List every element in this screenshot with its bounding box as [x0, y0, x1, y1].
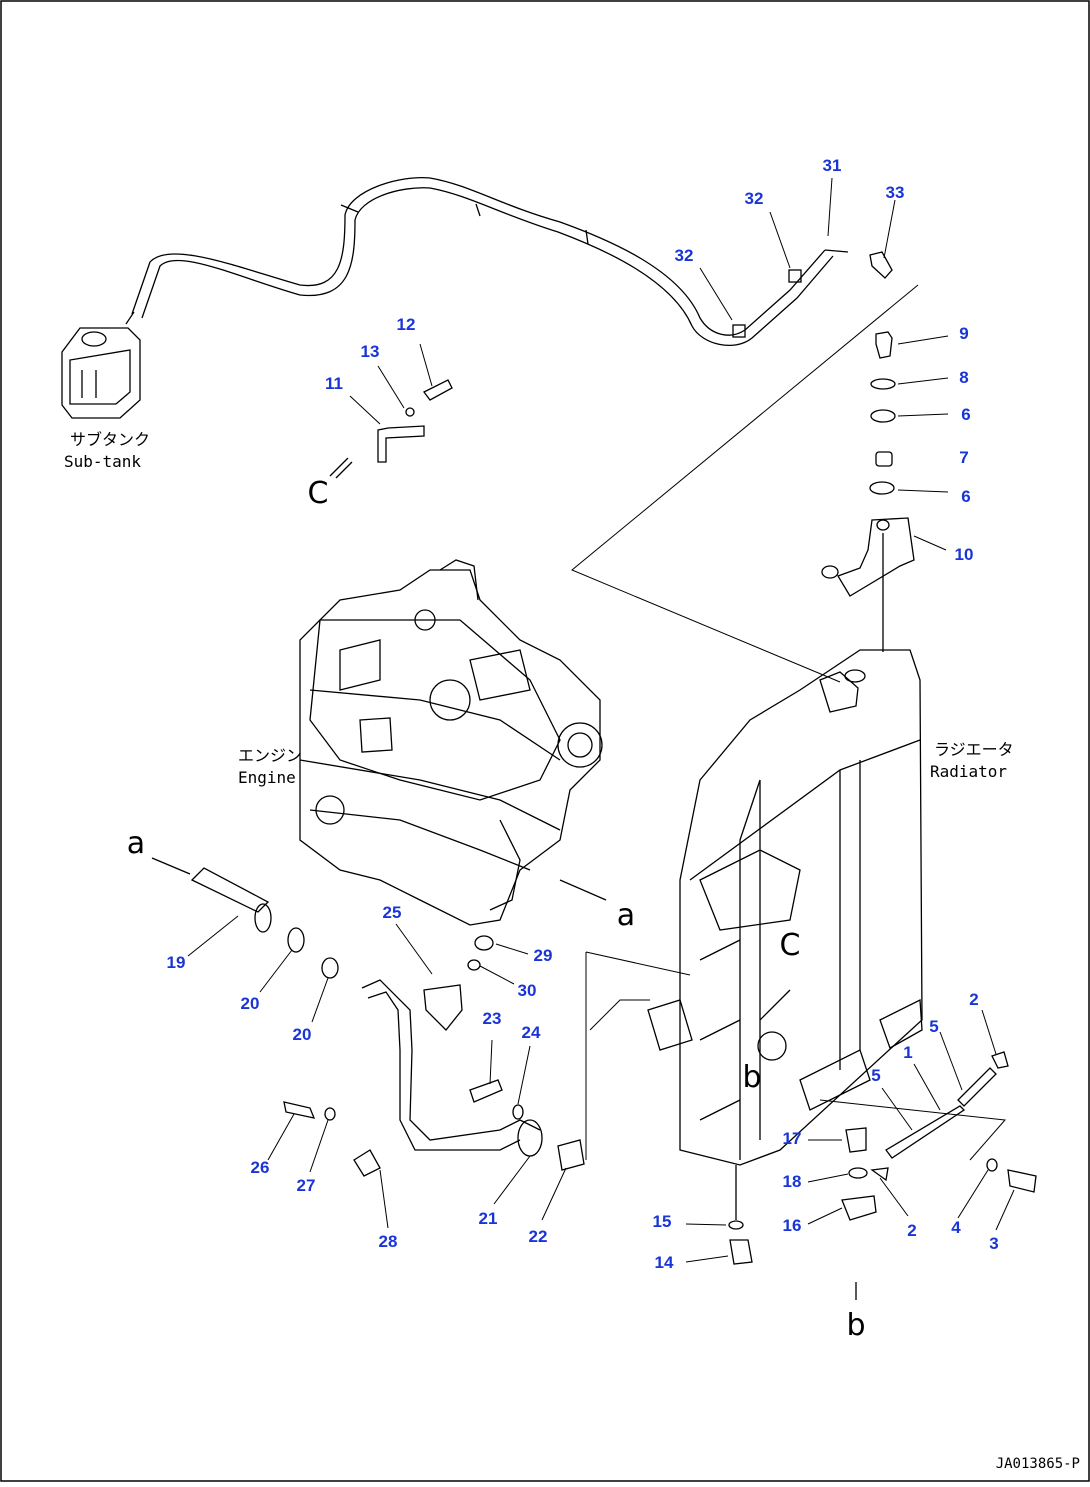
ref-letter-b-radiator: b — [742, 1060, 762, 1095]
overflow-hose — [131, 176, 849, 346]
part-16 — [841, 1195, 877, 1221]
ref-letter-c-left: C — [307, 476, 329, 511]
ref-letter-a-left: a — [126, 826, 146, 861]
clip-2-a — [870, 1167, 889, 1182]
bracket-25 — [423, 984, 463, 1031]
engine-block — [299, 559, 603, 926]
callout-14[interactable]: 14 — [654, 1253, 674, 1272]
callout-18[interactable]: 18 — [782, 1172, 802, 1191]
callout-22[interactable]: 22 — [528, 1227, 548, 1246]
callout-31[interactable]: 31 — [822, 156, 842, 175]
callout-6-upper[interactable]: 6 — [961, 405, 971, 424]
callout-13[interactable]: 13 — [360, 342, 380, 361]
callout-26[interactable]: 26 — [250, 1158, 270, 1177]
callout-leaders — [187, 177, 1015, 1263]
ref-arrow-a-right — [559, 879, 607, 901]
radiator-assembly — [647, 649, 923, 1220]
callout-30[interactable]: 30 — [517, 981, 537, 1000]
callout-33[interactable]: 33 — [885, 183, 905, 202]
callout-32-upper[interactable]: 32 — [744, 189, 764, 208]
callout-15[interactable]: 15 — [652, 1212, 672, 1231]
callout-29[interactable]: 29 — [533, 946, 553, 965]
callout-32-lower[interactable]: 32 — [674, 246, 694, 265]
clamp-5 — [957, 1067, 997, 1107]
callout-10[interactable]: 10 — [954, 545, 974, 564]
callout-6-lower[interactable]: 6 — [961, 487, 971, 506]
callout-24[interactable]: 24 — [521, 1023, 541, 1042]
part-22 — [557, 1139, 585, 1171]
callout-2-upper[interactable]: 2 — [969, 990, 979, 1009]
callout-8[interactable]: 8 — [959, 368, 969, 387]
ref-arrow-c-right — [759, 989, 791, 1021]
callout-1[interactable]: 1 — [903, 1043, 913, 1062]
engine-label-en: Engine — [238, 768, 296, 787]
clip-2-b — [991, 1051, 1009, 1069]
washer-27 — [324, 1107, 336, 1121]
washer-30 — [467, 959, 481, 971]
callout-4[interactable]: 4 — [951, 1218, 961, 1237]
clamp-20-b — [321, 957, 339, 979]
callout-12[interactable]: 12 — [396, 315, 416, 334]
leader-hose-radiator — [571, 284, 919, 683]
callout-20-lower[interactable]: 20 — [292, 1025, 312, 1044]
ref-letter-c-right: C — [779, 928, 801, 963]
ref-arrow-a-left — [151, 857, 191, 875]
radiator-label-en: Radiator — [930, 762, 1008, 781]
callout-28[interactable]: 28 — [378, 1232, 398, 1251]
callout-7[interactable]: 7 — [959, 448, 969, 467]
drawing-code: JA013865-P — [995, 1456, 1080, 1472]
callout-25[interactable]: 25 — [382, 903, 402, 922]
callout-27[interactable]: 27 — [296, 1176, 316, 1195]
radiator-label-jp: ラジエータ — [934, 740, 1014, 759]
clip-33 — [869, 251, 893, 279]
pipe-19 — [190, 867, 272, 933]
sub-tank-label-en: Sub-tank — [64, 452, 142, 471]
ref-letter-b-bottom: b — [846, 1308, 866, 1343]
washer-29 — [474, 935, 494, 951]
engine-label-jp: エンジン — [238, 746, 303, 765]
plug-14 — [729, 1239, 753, 1265]
radiator-mount-stack — [821, 331, 915, 652]
bolt-26 — [283, 1101, 316, 1119]
callout-5-left[interactable]: 5 — [871, 1066, 881, 1085]
callout-20-upper[interactable]: 20 — [240, 994, 260, 1013]
callout-23[interactable]: 23 — [482, 1009, 502, 1028]
callout-19[interactable]: 19 — [166, 953, 186, 972]
sub-tank-label-jp: サブタンク — [70, 430, 151, 449]
ring-15 — [728, 1220, 744, 1230]
ref-letter-a-right: a — [616, 898, 636, 933]
callout-11[interactable]: 11 — [325, 374, 343, 393]
bracket-11 — [329, 379, 453, 479]
water-hose — [353, 979, 543, 1177]
callout-2-lower[interactable]: 2 — [907, 1221, 917, 1240]
bolt-23 — [469, 1079, 503, 1103]
bolt-3 — [1007, 1169, 1037, 1193]
callout-9[interactable]: 9 — [959, 324, 969, 343]
sub-tank — [61, 311, 141, 419]
callout-17[interactable]: 17 — [782, 1129, 802, 1148]
callout-16[interactable]: 16 — [782, 1216, 802, 1235]
washer-18 — [848, 1167, 868, 1179]
callout-5-right[interactable]: 5 — [929, 1017, 939, 1036]
pipe-1 — [885, 1105, 966, 1159]
callout-21[interactable]: 21 — [478, 1209, 498, 1228]
ring-24 — [512, 1104, 524, 1120]
callout-3[interactable]: 3 — [989, 1234, 999, 1253]
bolt-17 — [845, 1127, 867, 1153]
clamp-20-a — [287, 927, 305, 953]
washer-4 — [986, 1158, 998, 1172]
